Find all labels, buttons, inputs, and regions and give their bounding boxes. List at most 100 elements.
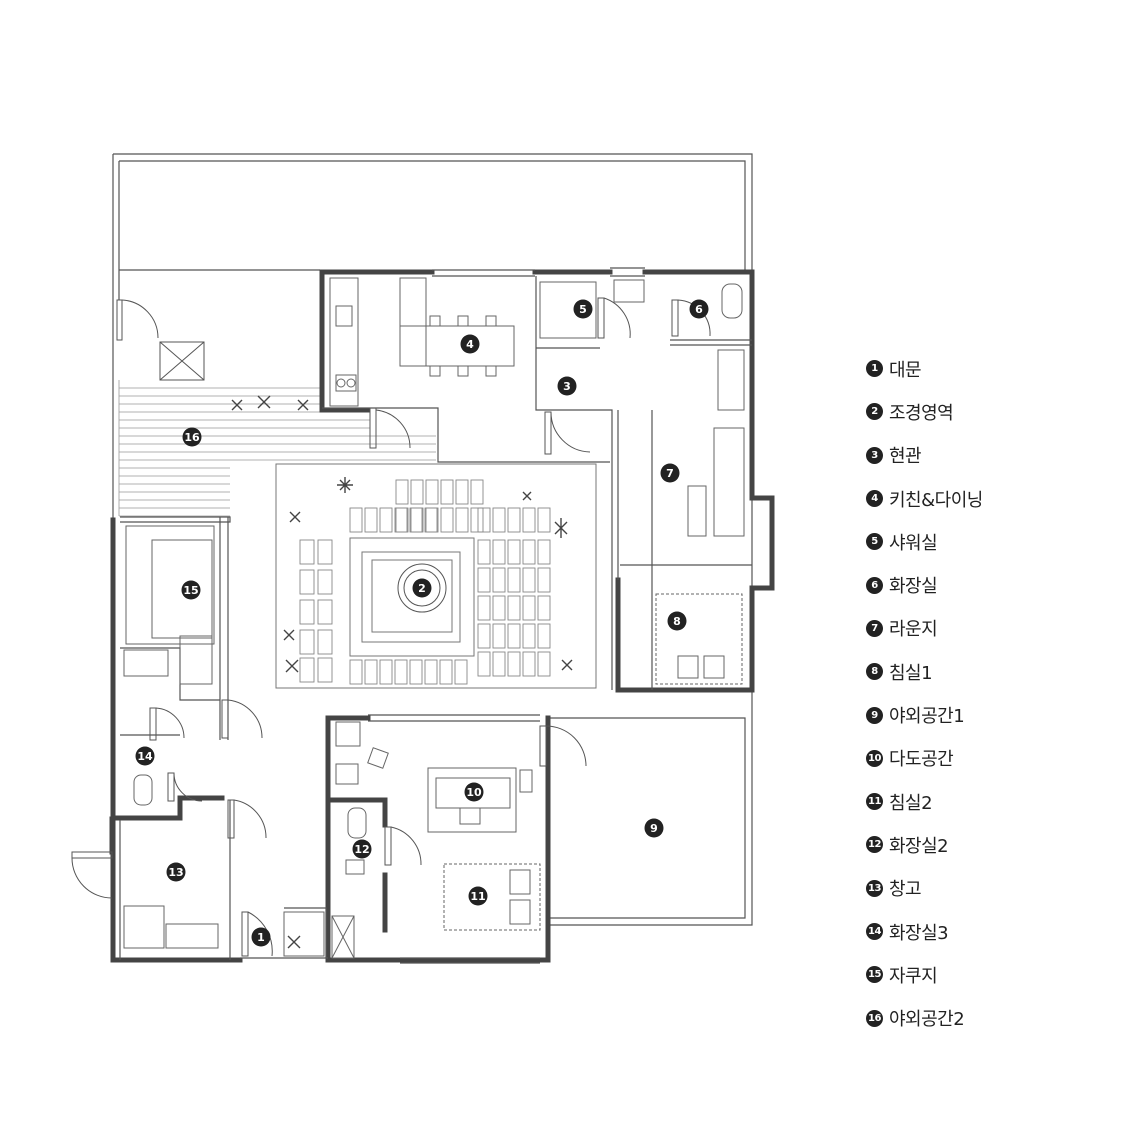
legend-item: 8 침실1 (866, 650, 1116, 693)
legend-number: 9 (866, 706, 883, 724)
legend-number: 2 (866, 403, 883, 421)
stepping-stone (537, 651, 551, 677)
stepping-stone (477, 507, 491, 533)
svg-text:10: 10 (466, 786, 482, 799)
svg-text:11: 11 (470, 890, 485, 903)
stepping-stone (537, 507, 551, 533)
stepping-stone (409, 507, 423, 533)
stepping-stone (537, 623, 551, 649)
courtyard (275, 463, 597, 689)
marker-12: 12 (352, 839, 372, 859)
stepping-stone (537, 539, 551, 565)
marker-15: 15 (181, 580, 201, 600)
marker-7: 7 (660, 463, 680, 483)
stepping-stone (477, 595, 491, 621)
legend-label: 조경영역 (889, 402, 954, 424)
svg-text:6: 6 (695, 303, 703, 316)
marker-6: 6 (689, 299, 709, 319)
legend-number: 10 (866, 749, 883, 767)
legend-item: 9 야외공간1 (866, 693, 1116, 736)
legend-label: 대문 (889, 359, 922, 381)
legend-label: 라운지 (889, 619, 938, 641)
stepping-stone (425, 479, 439, 505)
legend-number: 14 (866, 923, 883, 940)
marker-8: 8 (667, 611, 687, 631)
svg-text:12: 12 (354, 843, 369, 856)
stepping-stone (507, 651, 521, 677)
legend-number: 5 (866, 533, 883, 551)
stepping-stone (299, 569, 315, 595)
legend-item: 14 화장실3 (866, 910, 1116, 953)
stepping-stone (394, 659, 408, 685)
stepping-stone (522, 539, 536, 565)
stepping-stone (439, 659, 453, 685)
legend-label: 야외공간2 (889, 1009, 965, 1031)
marker-2: 2 (412, 578, 432, 598)
marker-5: 5 (573, 299, 593, 319)
stepping-stone (492, 651, 506, 677)
legend-item: 15 자쿠지 (866, 953, 1116, 996)
legend-number: 15 (866, 966, 883, 984)
stepping-stone (349, 507, 363, 533)
legend-item: 1 대문 (866, 347, 1116, 390)
room-markers: 1 2 3 4 5 6 7 8 9 10 11 12 13 14 15 16 (135, 299, 709, 947)
legend-label: 화장실3 (889, 922, 949, 944)
stepping-stone (440, 507, 454, 533)
svg-text:7: 7 (666, 467, 674, 480)
stepping-stone (507, 595, 521, 621)
legend-label: 화장실2 (889, 835, 949, 857)
walls (109, 269, 775, 963)
stepping-stone (317, 569, 333, 595)
marker-9: 9 (644, 818, 664, 838)
stepping-stone (395, 507, 409, 533)
legend-item: 2 조경영역 (866, 390, 1116, 433)
legend-number: 8 (866, 663, 883, 681)
legend-label: 침실2 (889, 792, 933, 814)
stepping-stone (395, 479, 409, 505)
stepping-stone (477, 567, 491, 593)
marker-14: 14 (135, 746, 155, 766)
marker-3: 3 (557, 376, 577, 396)
legend-label: 현관 (889, 446, 922, 468)
stepping-stone (299, 539, 315, 565)
marker-10: 10 (464, 782, 484, 802)
legend-label: 침실1 (889, 662, 933, 684)
outdoor-deck (118, 380, 436, 517)
legend-label: 키친&다이닝 (889, 489, 983, 511)
stepping-stone (364, 507, 378, 533)
stepping-stone (379, 507, 393, 533)
legend-label: 야외공간1 (889, 706, 965, 728)
legend-label: 자쿠지 (889, 965, 938, 987)
stepping-stone (299, 657, 315, 683)
svg-text:3: 3 (563, 380, 571, 393)
stepping-stone (522, 567, 536, 593)
stepping-stone (317, 599, 333, 625)
legend-label: 샤워실 (889, 532, 938, 554)
stepping-stones (299, 479, 551, 685)
stepping-stone (379, 659, 393, 685)
stepping-stone (440, 479, 454, 505)
stepping-stone (455, 479, 469, 505)
svg-text:14: 14 (137, 750, 153, 763)
svg-text:8: 8 (673, 615, 681, 628)
stepping-stone (470, 507, 484, 533)
legend-number: 11 (866, 793, 883, 811)
legend-number: 4 (866, 490, 883, 508)
svg-text:5: 5 (579, 303, 587, 316)
site-boundary (112, 153, 753, 960)
marker-11: 11 (468, 886, 488, 906)
stepping-stone (507, 567, 521, 593)
stepping-stone (537, 567, 551, 593)
stepping-stone (410, 507, 424, 533)
marker-13: 13 (166, 862, 186, 882)
stepping-stone (425, 507, 439, 533)
stepping-stone (537, 595, 551, 621)
marker-16: 16 (182, 427, 202, 447)
legend-number: 1 (866, 360, 883, 378)
